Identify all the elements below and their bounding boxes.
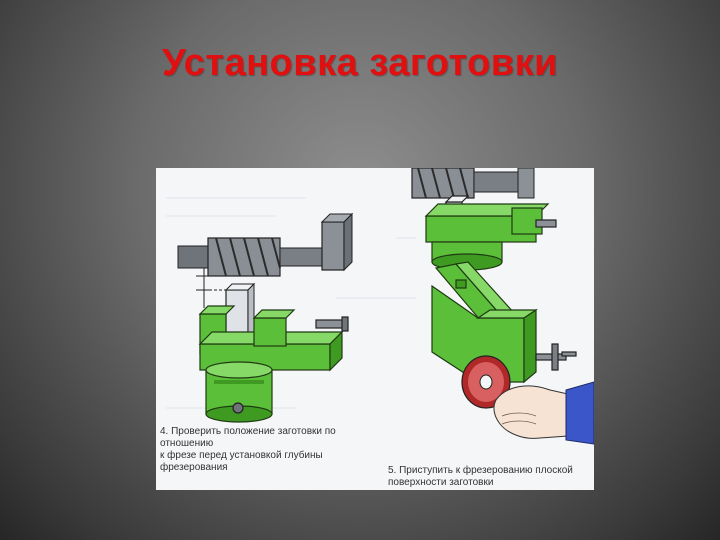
caption-step-4-text: 4. Проверить положение заготовки по отно…: [160, 426, 390, 474]
handwheel-disk: [461, 355, 511, 409]
caption-step-5-line-2: поверхности заготовки: [388, 477, 494, 488]
machine-vise-left: [198, 305, 349, 423]
caption-step-4-line-1: 4. Проверить положение заготовки по отно…: [160, 426, 336, 449]
caption-step-5-text: 5. Приступить к фрезерованию плоской пов…: [388, 465, 588, 489]
operator-hand: [493, 381, 594, 445]
cutter-arbor-right: [411, 168, 535, 199]
milling-illustration: 4. Проверить положение заготовки по отно…: [156, 168, 594, 490]
slide-title: Установка заготовки: [161, 42, 559, 84]
workpiece-left: [224, 282, 256, 342]
caption-step-5-line-1: 5. Приступить к фрезерованию плоской: [388, 465, 573, 476]
caption-step-4-line-2: к фрезе перед установкой глубины фрезеро…: [160, 450, 323, 473]
cutter-arbor-left: [177, 212, 354, 277]
machine-table-right: [424, 195, 577, 384]
clearance-marker-left: [196, 268, 228, 308]
